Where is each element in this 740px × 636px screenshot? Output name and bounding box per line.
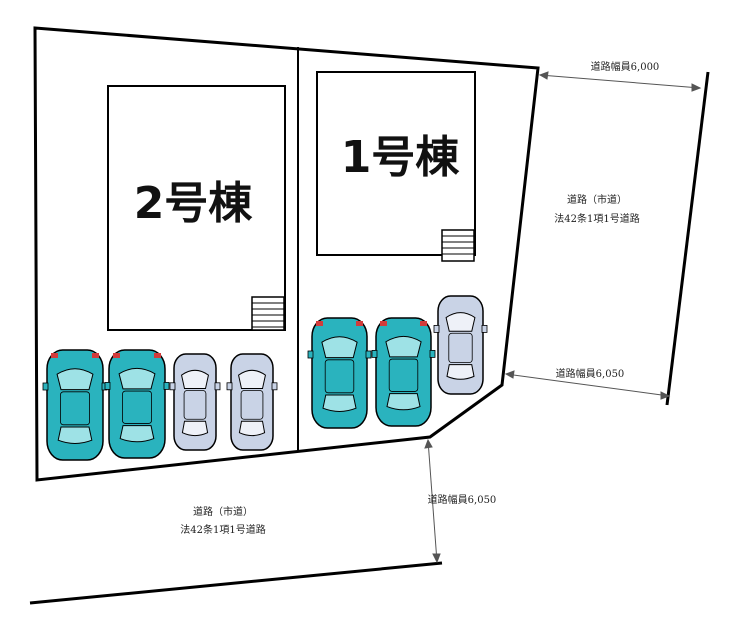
- building-2-footprint: [107, 85, 286, 331]
- south-road-name-label: 道路（市道）: [193, 505, 253, 518]
- parking-cars: [42, 295, 488, 461]
- teal-car-icon: [42, 349, 108, 461]
- east-road-width-label: 道路幅員6,000: [591, 60, 660, 73]
- lot-boundary: [33, 26, 540, 482]
- east-road-width-arrow: [538, 71, 702, 92]
- south-road-law-label: 法42条1項1号道路: [180, 523, 265, 536]
- east-road-width-arrow-2: [504, 370, 671, 400]
- teal-car-icon: [307, 317, 372, 429]
- east-road-name-label: 道路（市道）: [567, 193, 627, 206]
- east-road-width-label-2: 道路幅員6,050: [556, 367, 625, 380]
- south-road-edge: [29, 561, 443, 605]
- east-road-law-label: 法42条1項1号道路: [554, 212, 639, 225]
- south-road-width-arrow: [424, 438, 441, 564]
- teal-car-icon: [104, 349, 170, 459]
- building-1-label: 1号棟: [341, 132, 461, 183]
- building-1-footprint: [316, 71, 476, 256]
- silver-car-icon: [433, 295, 488, 395]
- building-2-label: 2号棟: [134, 178, 254, 229]
- silver-car-icon: [169, 353, 221, 451]
- teal-car-icon: [371, 317, 436, 427]
- building-1-stairs-icon: [441, 229, 475, 262]
- silver-car-icon: [226, 353, 278, 451]
- building-2-stairs-icon: [251, 296, 285, 331]
- east-road-edge: [665, 71, 710, 406]
- south-road-width-label: 道路幅員6,050: [428, 493, 497, 506]
